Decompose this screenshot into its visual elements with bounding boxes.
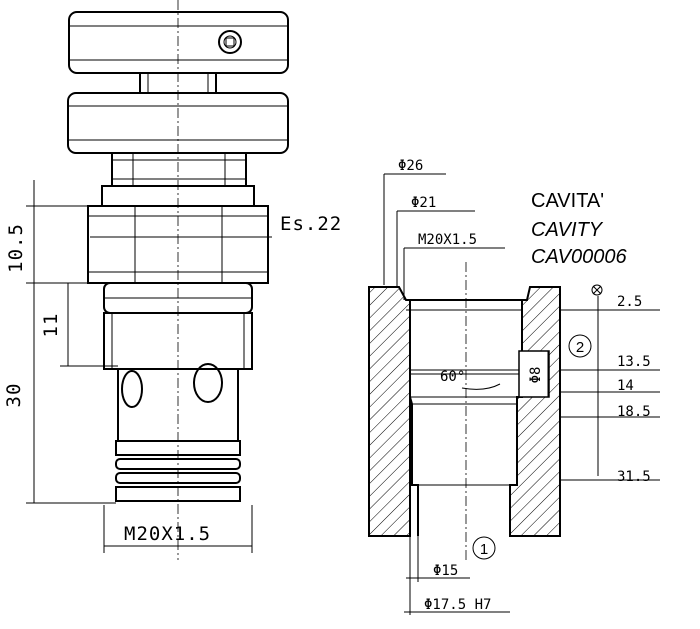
- depth-label: 31.5: [617, 469, 651, 485]
- port-1-marker: 1: [472, 536, 496, 560]
- port-2-marker: 2: [568, 334, 592, 358]
- svg-text:2: 2: [576, 339, 584, 356]
- dim-hex-size: Es.22: [90, 213, 342, 238]
- bore-dia-label: Φ15: [433, 563, 458, 579]
- dia-outer-label: Φ26: [398, 158, 423, 174]
- depth-label: 14: [617, 378, 634, 394]
- dia-inner-label: Φ21: [411, 195, 436, 211]
- adjustment-knob: [68, 11, 289, 74]
- dim-dia-26: Φ26: [383, 158, 446, 285]
- cavity-section: CAVITA' CAVITY CAV00006 Φ26: [368, 158, 660, 615]
- set-screw-icon: [218, 30, 242, 54]
- cavity-title-it: CAVITA': [531, 190, 604, 212]
- bore-fit-label: Φ17.5 H7: [424, 597, 491, 613]
- cartridge-valve: 10.5 11 30 Es.22 M20X1.5: [3, 0, 342, 560]
- side-port-hole: [121, 370, 143, 408]
- dim-bore-17-5: Φ17.5 H7: [404, 536, 510, 615]
- dim-depth-2-5: 2.5: [560, 294, 660, 311]
- cavity-bore: [406, 299, 523, 536]
- depth-label: 18.5: [617, 404, 651, 420]
- angle-label: 60°: [440, 369, 465, 385]
- dim-10-5: 10.5: [5, 180, 104, 290]
- valve-body: [103, 282, 253, 502]
- svg-text:1: 1: [480, 541, 488, 558]
- thread-label: M20X1.5: [124, 523, 211, 545]
- side-port: [518, 350, 550, 398]
- dim-dia-21: Φ21: [396, 195, 475, 287]
- small-hex: [111, 152, 247, 187]
- cavity-bore: [409, 300, 419, 536]
- o-ring-seal: [115, 472, 241, 484]
- dim-port-dia: Φ8: [528, 351, 549, 397]
- cavity-code: CAV00006: [531, 246, 628, 268]
- depth-label: 13.5: [617, 354, 651, 370]
- dim-depth-13-5: 13.5: [560, 354, 660, 371]
- dim-thread: M20X1.5: [103, 505, 253, 553]
- dim-bore-15: Φ15: [406, 536, 470, 582]
- dim-depth-31-5: 31.5: [560, 469, 660, 485]
- dim-cavity-thread: M20X1.5: [403, 232, 505, 300]
- port-dia-label: Φ8: [528, 367, 544, 384]
- main-hex: [87, 205, 269, 284]
- dim-11: 11: [40, 283, 118, 367]
- dim-depth-14: 14: [560, 378, 660, 394]
- hex-size-label: Es.22: [280, 213, 342, 235]
- dim-label: 11: [40, 313, 62, 338]
- depth-label: 2.5: [617, 294, 642, 310]
- cavity-title-en: CAVITY: [531, 219, 604, 241]
- cavity-wall-left: [368, 286, 411, 537]
- dim-label: 30: [3, 383, 25, 408]
- dim-label: 10.5: [5, 223, 27, 273]
- o-ring-seal: [115, 458, 241, 470]
- dim-depth-18-5: 18.5: [560, 404, 660, 420]
- side-port-hole: [193, 363, 223, 403]
- dim-30: 30: [3, 283, 116, 504]
- datum-marker-icon: [591, 284, 603, 296]
- cavity-thread-label: M20X1.5: [418, 232, 477, 248]
